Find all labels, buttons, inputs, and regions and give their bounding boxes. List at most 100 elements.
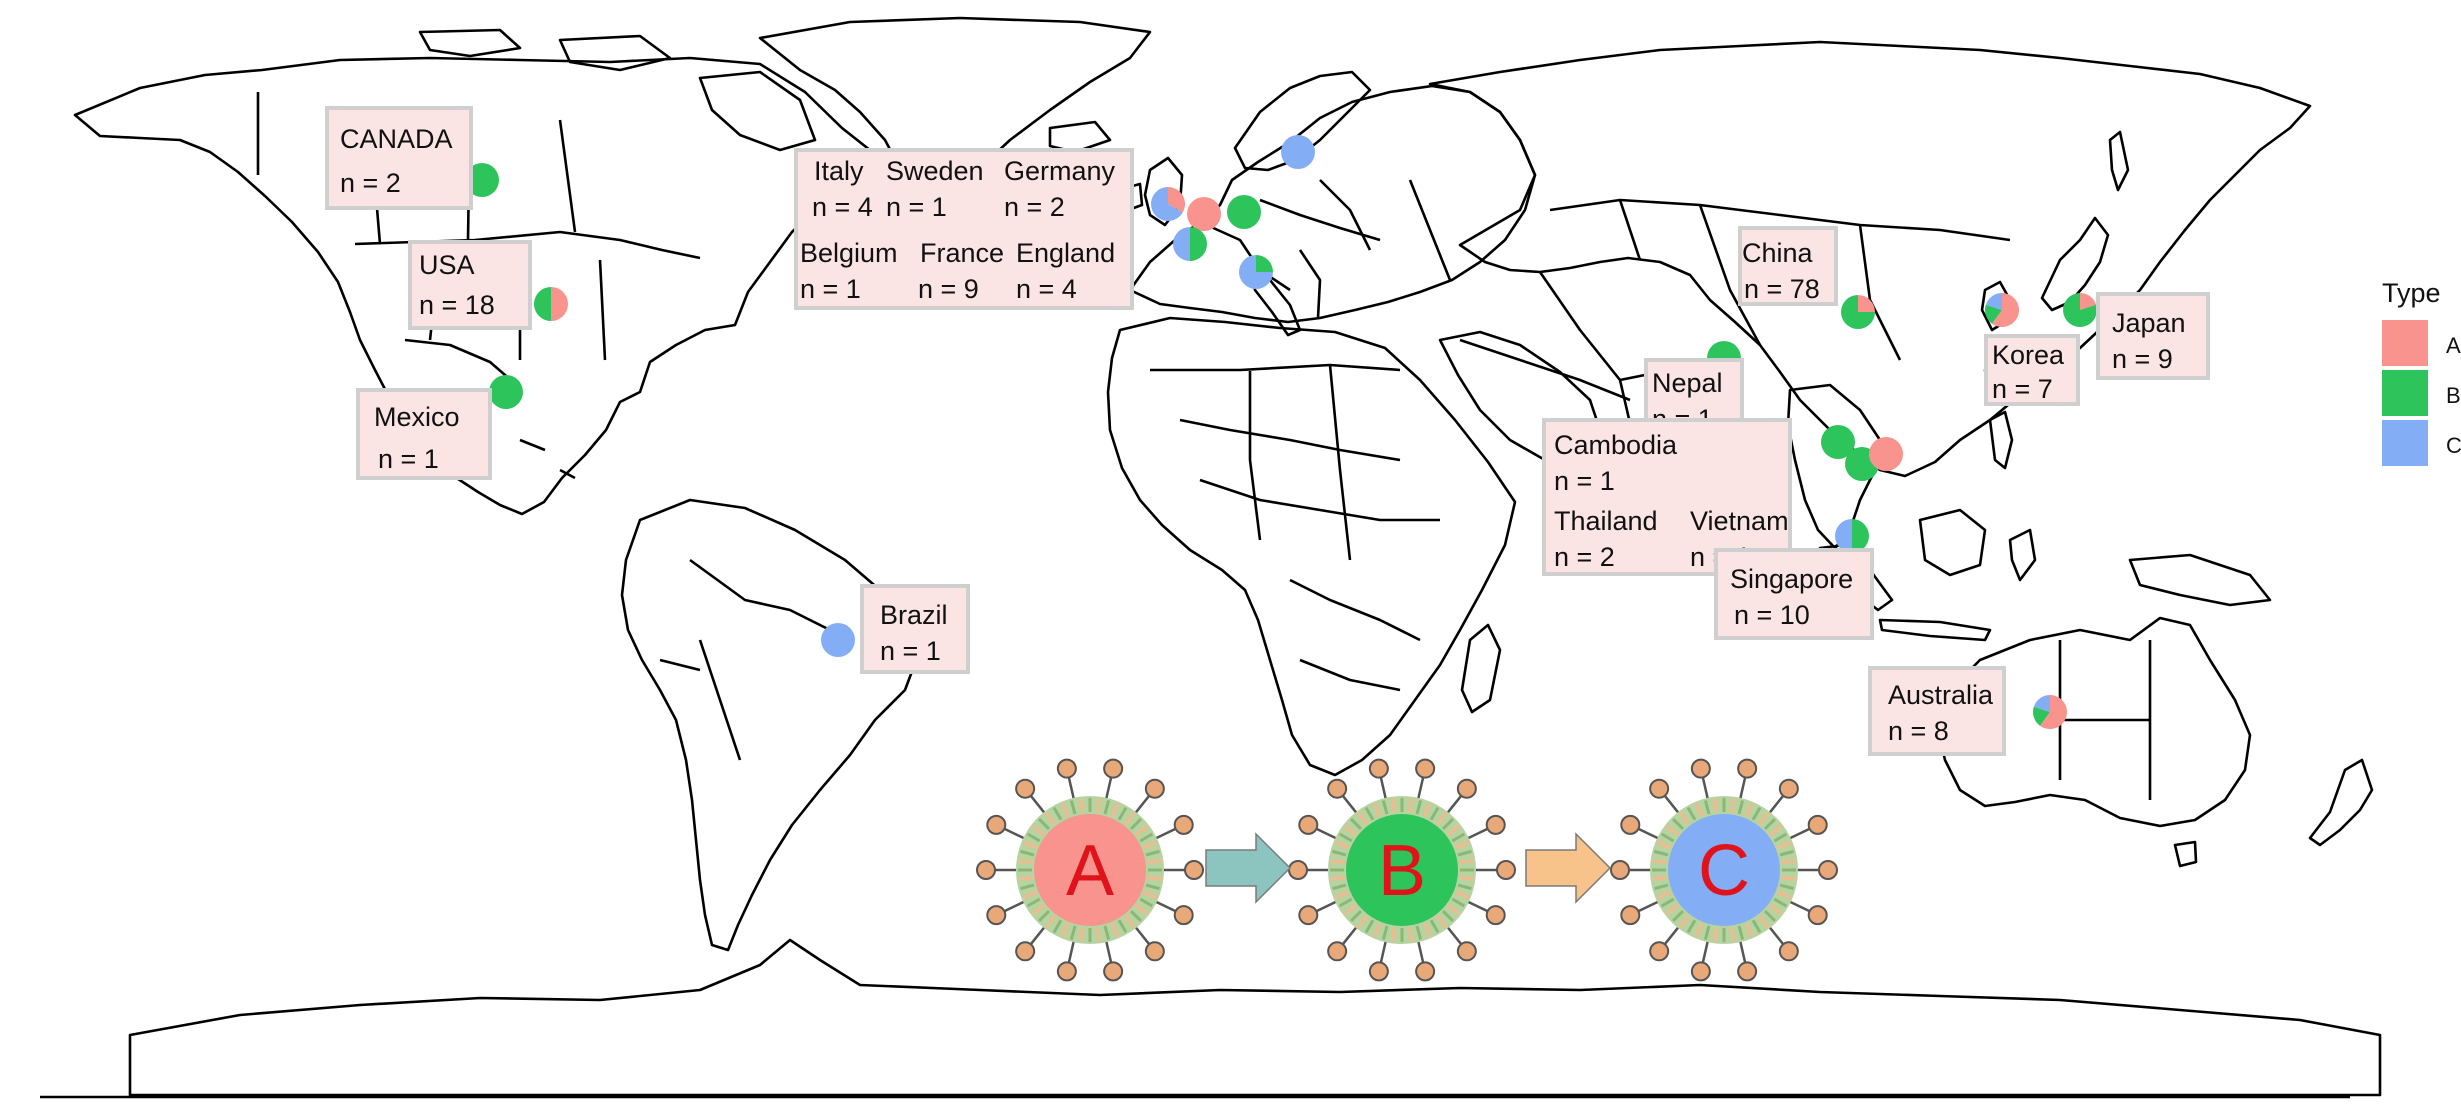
pie-slice-a <box>1869 437 1903 471</box>
japan-islands <box>2040 216 2110 312</box>
pie-korea <box>1985 293 2019 327</box>
virus-envelope-protein <box>1436 811 1448 825</box>
virus-envelope-protein <box>1334 841 1349 850</box>
virus-spike-knob <box>1778 941 1799 962</box>
virus-envelope-protein <box>1391 927 1396 942</box>
virus-envelope-protein <box>1672 818 1685 831</box>
label-sweden-name: Sweden <box>886 156 984 186</box>
new-zealand <box>2308 758 2374 847</box>
virus-spike-knob <box>1456 941 1477 962</box>
virus-spike-knob <box>1327 941 1348 962</box>
virus-envelope-protein <box>1147 876 1162 881</box>
virus-envelope-protein <box>1652 859 1667 864</box>
virus-envelope-protein <box>1373 923 1382 938</box>
virus-envelope-protein <box>1135 824 1149 836</box>
virus-envelope-protein <box>1713 798 1718 813</box>
virus-envelope-protein <box>1455 841 1470 850</box>
legend-label-c: C <box>2446 433 2461 458</box>
label-mexico-name: Mexico <box>374 402 460 432</box>
virus-spike-knob <box>1610 860 1630 880</box>
virus-spike-stem <box>1029 794 1047 815</box>
virus-spike-stem <box>1788 827 1812 840</box>
pie-brazil <box>821 623 855 657</box>
virus-spike-stem <box>1738 776 1747 801</box>
virus-letter: B <box>1378 831 1426 911</box>
madagascar <box>1460 623 1502 714</box>
pie-australia <box>2033 695 2067 730</box>
virus-envelope-protein <box>1678 915 1690 929</box>
pie-slice-a <box>2080 293 2097 310</box>
virus-envelope-protein <box>1061 923 1070 938</box>
virus-spike-knob <box>1415 758 1436 779</box>
virus-spike-knob <box>1103 758 1124 779</box>
virus-envelope-protein <box>1139 832 1154 843</box>
virus-envelope-protein <box>1730 927 1735 942</box>
sulawesi <box>2008 528 2037 582</box>
virus-envelope-protein <box>1069 800 1077 815</box>
virus-envelope-protein <box>1457 883 1472 891</box>
virus-envelope-protein <box>1447 904 1461 916</box>
virus-envelope-protein <box>1451 897 1466 908</box>
label-china-name: China <box>1742 238 1813 268</box>
virus-envelope-protein <box>1763 818 1776 831</box>
pie-usa <box>534 287 568 321</box>
virus-spike-stem <box>1636 827 1660 840</box>
virus-envelope-protein <box>1703 925 1711 940</box>
iceland <box>1048 120 1112 154</box>
virus-envelope-protein <box>1713 927 1718 942</box>
virus-envelope-protein <box>1422 802 1431 817</box>
virus-envelope-protein <box>1415 925 1423 940</box>
virus-core <box>1034 814 1146 926</box>
pie-singapore <box>1835 519 1869 553</box>
legend-swatch-c <box>2382 420 2428 466</box>
label-japan-name: Japan <box>2112 308 2186 338</box>
virus-envelope-protein <box>1441 909 1454 922</box>
virus-envelope-protein <box>1061 802 1070 817</box>
virus-envelope-protein <box>1436 915 1448 929</box>
virus-envelope-protein <box>1022 841 1037 850</box>
virus-spike-stem <box>1104 939 1113 964</box>
pie-slice-b <box>2063 293 2097 327</box>
virus-envelope-protein <box>1422 923 1431 938</box>
legend-label-b: B <box>2446 383 2461 408</box>
pie-slice-b <box>1821 425 1855 459</box>
central-america-borders <box>519 438 576 480</box>
virus-envelope-protein <box>1332 883 1347 891</box>
virus-spike-knob <box>1144 778 1165 799</box>
arrow-a-to-b-icon <box>1205 832 1292 904</box>
virus-envelope-protein <box>1129 909 1142 922</box>
label-usa-count: n = 18 <box>419 290 495 320</box>
legend-swatch-a <box>2382 320 2428 366</box>
label-box-canada <box>325 106 473 210</box>
java <box>1878 618 1992 642</box>
virus-envelope-protein <box>1381 925 1389 940</box>
label-australia-name: Australia <box>1888 680 1994 710</box>
label-box-korea <box>1984 334 2080 406</box>
virus-spike-knob <box>986 905 1007 926</box>
pie-slice-c <box>2033 695 2050 712</box>
new-guinea <box>2128 553 2272 607</box>
virus-envelope-protein <box>1129 818 1142 831</box>
virus-envelope-protein <box>1459 859 1474 864</box>
virus-letter: C <box>1698 831 1750 911</box>
label-thailand-name: Thailand <box>1554 506 1658 536</box>
virus-envelope-protein <box>1695 923 1704 938</box>
virus-envelope-protein <box>1147 859 1162 864</box>
virus-envelope-protein <box>1139 897 1154 908</box>
label-italy-name: Italy <box>814 156 864 186</box>
virus-envelope-protein <box>1338 897 1353 908</box>
virus-spike-knob <box>1184 860 1204 880</box>
virus-envelope-protein <box>1652 876 1667 881</box>
virus-envelope-protein <box>1695 802 1704 817</box>
virus-spike-knob <box>1173 814 1194 835</box>
legend-label-a: A <box>2446 333 2461 358</box>
label-box-australia <box>1868 666 2006 756</box>
virus-spike-knob <box>1144 941 1165 962</box>
virus-envelope-protein <box>1654 883 1669 891</box>
virus-envelope-protein <box>1660 832 1675 843</box>
label-box-china <box>1738 226 1838 306</box>
virus-spike-knob <box>1496 860 1516 880</box>
virus-envelope-protein <box>1334 890 1349 899</box>
virus-envelope-protein <box>1022 890 1037 899</box>
pie-slice-b <box>1841 295 1875 329</box>
